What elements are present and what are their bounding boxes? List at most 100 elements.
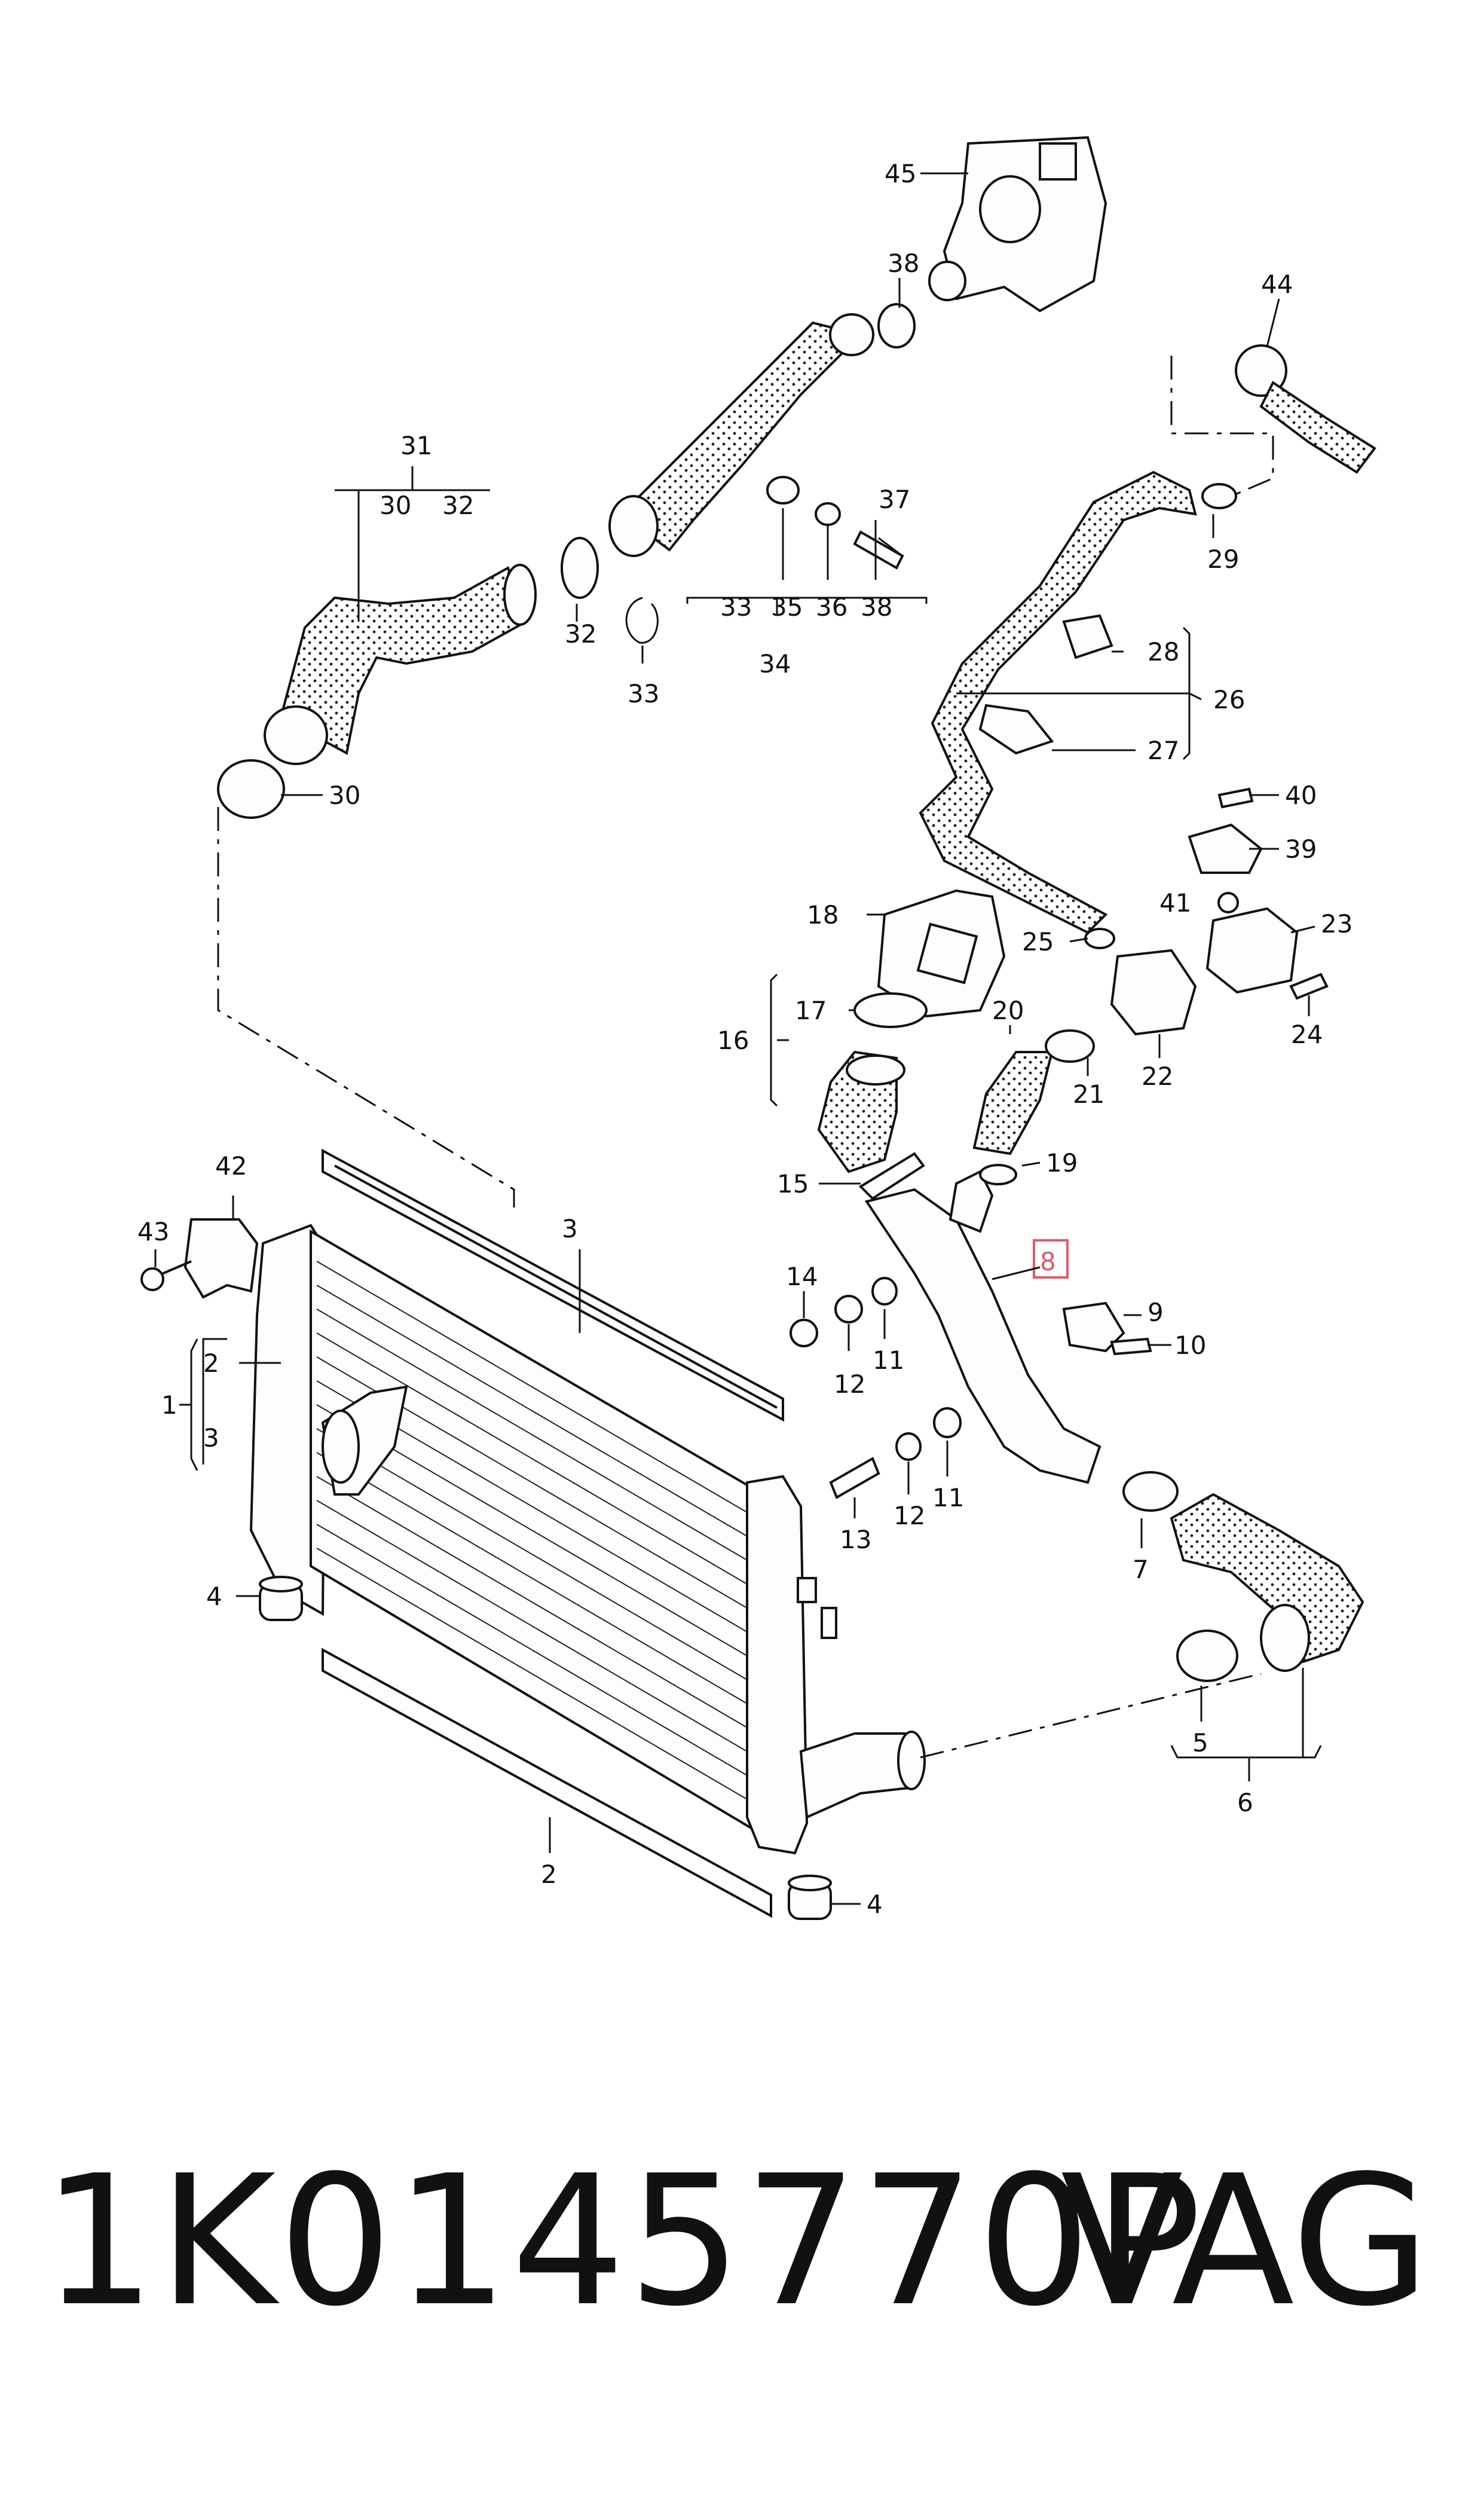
- hose-clamp-29: [1201, 483, 1237, 509]
- hose-16-end: [846, 1054, 905, 1086]
- washer-12-upper: [834, 1295, 863, 1323]
- turbocharger-45: [928, 136, 1107, 313]
- label-5: 5: [1192, 1728, 1208, 1757]
- label-16: 16: [717, 1026, 749, 1055]
- clip-28: [1062, 614, 1113, 659]
- bracket-39: [1188, 823, 1263, 874]
- label-15: 15: [777, 1169, 809, 1199]
- nut-14: [790, 1319, 818, 1347]
- label-14: 14: [786, 1262, 818, 1291]
- label-24: 24: [1291, 1020, 1323, 1049]
- bolt-15: [858, 1152, 925, 1200]
- valve-body-22: [1110, 949, 1197, 1036]
- assembly-lines: [217, 356, 1274, 1759]
- bolt-24: [1289, 973, 1329, 1000]
- bolt-10: [1110, 1337, 1152, 1356]
- hose-clamp-5: [1176, 1630, 1238, 1682]
- label-1: 1: [161, 1390, 178, 1420]
- hose-20: [972, 1051, 1054, 1155]
- label-27: 27: [1148, 736, 1179, 765]
- pipe-34-end: [608, 495, 659, 557]
- label-28: 28: [1148, 637, 1179, 667]
- grommet-35: [766, 476, 800, 505]
- hose-clamp-25: [1084, 928, 1115, 949]
- label-7: 7: [1133, 1555, 1149, 1584]
- label-43: 43: [137, 1217, 169, 1246]
- charge-air-hose-6: [1170, 1493, 1364, 1664]
- part-8-highlight-box: [1033, 1239, 1069, 1279]
- intercooler-fins: [316, 1261, 748, 1800]
- label-12-lower: 12: [894, 1501, 925, 1530]
- intercooler: [249, 1224, 926, 1855]
- hose-31-end-upper: [503, 564, 537, 626]
- label-10: 10: [1174, 1331, 1206, 1360]
- label-44: 44: [1261, 270, 1293, 299]
- bolt-13: [829, 1457, 880, 1499]
- hose-clamp-7: [1122, 1471, 1179, 1512]
- washer-12-lower: [895, 1432, 922, 1461]
- leader-lines: [154, 172, 1322, 1905]
- label-23: 23: [1321, 909, 1353, 938]
- bolt-37: [853, 530, 904, 570]
- label-31: 31: [400, 431, 432, 460]
- label-38: 38: [888, 249, 919, 278]
- label-25: 25: [1022, 927, 1054, 956]
- air-guide-bottom: [322, 1647, 772, 1918]
- label-39: 39: [1285, 834, 1317, 864]
- o-ring-38: [877, 303, 916, 348]
- pipe-34-turbo-end: [829, 313, 874, 356]
- label-42: 42: [215, 1151, 247, 1181]
- label-26: 26: [1213, 685, 1245, 714]
- tank-bolt: [797, 1577, 817, 1603]
- label-41: 41: [1159, 888, 1191, 918]
- rubber-mount-lower-right: [788, 1875, 832, 1920]
- label-33-sub: 33: [720, 592, 752, 622]
- label-36: 36: [816, 592, 847, 622]
- charge-air-pipe-8: [864, 1188, 1101, 1484]
- label-45: 45: [885, 159, 916, 188]
- o-ring-32: [561, 537, 599, 599]
- hose-clamp-30: [217, 759, 285, 819]
- label-8: 8: [1040, 1247, 1056, 1276]
- hose-6-end: [1260, 1604, 1310, 1672]
- tank-bolt: [821, 1607, 837, 1639]
- label-13: 13: [840, 1525, 871, 1554]
- label-32: 32: [565, 619, 596, 649]
- label-20: 20: [992, 996, 1024, 1025]
- label-17: 17: [795, 996, 827, 1025]
- label-32-sub: 32: [442, 491, 474, 520]
- brand-name: VAG: [1060, 2137, 1430, 2346]
- bracket-42: [183, 1218, 259, 1299]
- grommet-11-lower: [933, 1407, 962, 1438]
- bolt-40: [1217, 787, 1254, 809]
- washer-36: [815, 502, 841, 526]
- intercooler-outlet-opening: [897, 1731, 926, 1790]
- pipe-8-branch: [948, 1170, 994, 1233]
- label-33: 33: [628, 679, 659, 708]
- intercooler-right-tank: [746, 1475, 809, 1855]
- caption: 1K0145770P VAG: [0, 2128, 1484, 2379]
- label-9: 9: [1148, 1298, 1164, 1327]
- hose-clamp-17: [853, 992, 928, 1028]
- parts-diagram: 45 38 44 37 31 30 32 32 33 33 35 36 38 3…: [137, 136, 1376, 1920]
- label-40: 40: [1285, 781, 1317, 810]
- label-12-upper: 12: [834, 1369, 865, 1399]
- label-2: 2: [541, 1860, 557, 1889]
- label-37: 37: [879, 485, 910, 514]
- grommet-11-upper: [871, 1277, 898, 1306]
- hose-clamp-21: [1045, 1029, 1095, 1063]
- label-38-sub: 38: [861, 592, 892, 622]
- label-34: 34: [759, 649, 791, 678]
- circlip-33: [625, 597, 659, 644]
- label-35: 35: [771, 592, 803, 622]
- label-22: 22: [1142, 1062, 1173, 1091]
- hose-clamp-19: [979, 1164, 1017, 1185]
- label-30-sub: 30: [380, 491, 411, 520]
- label-4-left: 4: [206, 1582, 222, 1611]
- label-19: 19: [1046, 1148, 1078, 1178]
- label-11-lower: 11: [932, 1483, 964, 1512]
- callout-labels: 45 38 44 37 31 30 32 32 33 33 35 36 38 3…: [137, 159, 1353, 1919]
- label-30: 30: [329, 781, 360, 810]
- label-3-sub: 3: [203, 1423, 219, 1453]
- pressure-sensor-23: [1205, 907, 1299, 994]
